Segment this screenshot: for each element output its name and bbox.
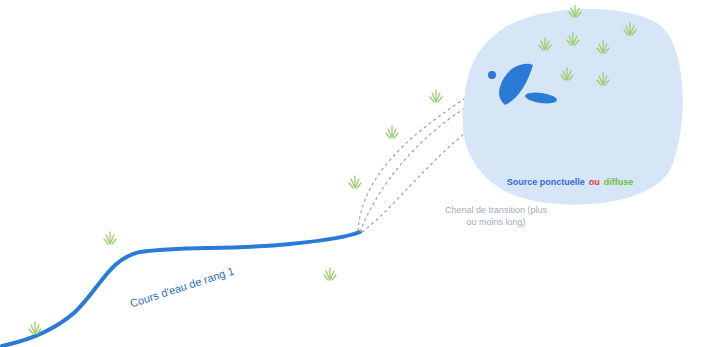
grass-tuft bbox=[567, 33, 579, 45]
grass-tuft bbox=[539, 38, 551, 50]
grass-tuft bbox=[561, 68, 573, 80]
ponds bbox=[488, 64, 558, 105]
source-area: Source ponctuelle ou diffuse bbox=[455, 5, 685, 210]
grass-tuft bbox=[624, 23, 636, 35]
grass-tuft bbox=[29, 322, 41, 334]
grass-tuft bbox=[386, 126, 398, 138]
stream-label: Cours d'eau de rang 1 bbox=[113, 259, 251, 316]
source-text: Source ponctuelle bbox=[507, 177, 585, 187]
grass-tuft bbox=[597, 41, 609, 53]
grass-tuft bbox=[597, 73, 609, 85]
channel-note: Chenal de transition (plus ou moins long… bbox=[440, 205, 552, 228]
grass-tuft bbox=[569, 5, 581, 17]
grass-tuft bbox=[324, 268, 336, 280]
grass-tuft bbox=[430, 90, 442, 102]
source-text: diffuse bbox=[604, 177, 634, 187]
stream bbox=[2, 232, 360, 346]
grass-tuft bbox=[349, 176, 361, 188]
source-text: ou bbox=[589, 177, 600, 187]
grass-tufts bbox=[29, 90, 442, 334]
grass-tuft bbox=[104, 232, 116, 244]
source-area-fill bbox=[463, 9, 683, 205]
source-label: Source ponctuelle ou diffuse bbox=[455, 177, 685, 189]
